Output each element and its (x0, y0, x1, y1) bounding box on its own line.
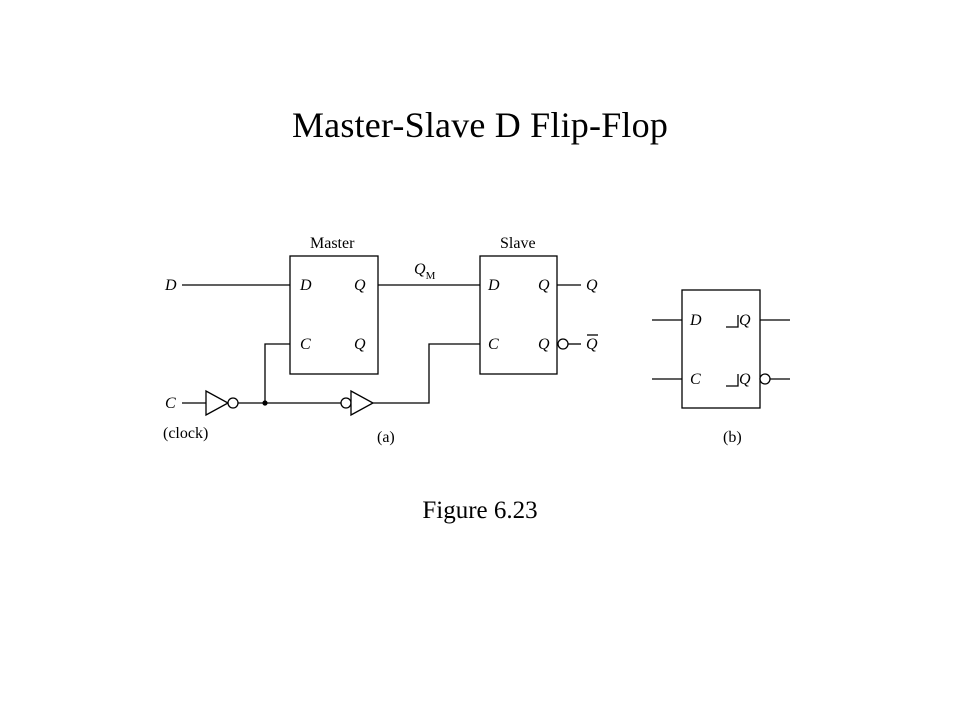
circuit-a-label: (a) (377, 429, 395, 446)
slave-latch (479, 255, 558, 375)
master-q-pin: Q (354, 277, 366, 294)
inverter-1 (205, 389, 230, 417)
input-c-label: C (165, 395, 176, 412)
symbol-q-edge-mark (726, 315, 739, 328)
clock-note: (clock) (163, 425, 208, 442)
output-qbar-label: Q (586, 336, 598, 353)
slave-d-pin: D (487, 277, 500, 294)
master-clock-wire (264, 343, 290, 403)
master-qbar-pin: Q (354, 336, 366, 353)
figure-caption: Figure 6.23 (422, 497, 538, 524)
input-d-label: D (164, 277, 177, 294)
master-latch (289, 255, 379, 375)
inverter-1-bubble (227, 397, 239, 409)
symbol-qbar-pin: Q (739, 371, 751, 388)
circuit-a: D Master D C Q Q QM Slave D C Q Q Q Q C … (163, 235, 598, 446)
slave-label: Slave (500, 235, 536, 252)
inverter-2 (350, 389, 375, 417)
slave-q-pin: Q (538, 277, 550, 294)
qm-label: QM (414, 261, 436, 282)
slave-clock-wire (373, 343, 480, 404)
master-c-pin: C (300, 336, 311, 353)
circuit-b: D C Q Q (b) (652, 289, 790, 446)
circuit-b-label: (b) (723, 429, 742, 446)
master-d-pin: D (299, 277, 312, 294)
slave-qbar-pin: Q (538, 336, 550, 353)
symbol-qbar-bubble (759, 373, 771, 385)
flip-flop-symbol (681, 289, 761, 409)
symbol-q-pin: Q (739, 312, 751, 329)
symbol-qbar-edge-mark (726, 374, 739, 387)
slave-qbar-bubble (557, 338, 569, 350)
symbol-d-pin: D (689, 312, 702, 329)
slave-c-pin: C (488, 336, 499, 353)
output-q-label: Q (586, 277, 598, 294)
symbol-c-pin: C (690, 371, 701, 388)
master-label: Master (310, 235, 355, 252)
slide-title: Master-Slave D Flip-Flop (291, 105, 669, 145)
inverter-2-bubble (340, 397, 352, 409)
